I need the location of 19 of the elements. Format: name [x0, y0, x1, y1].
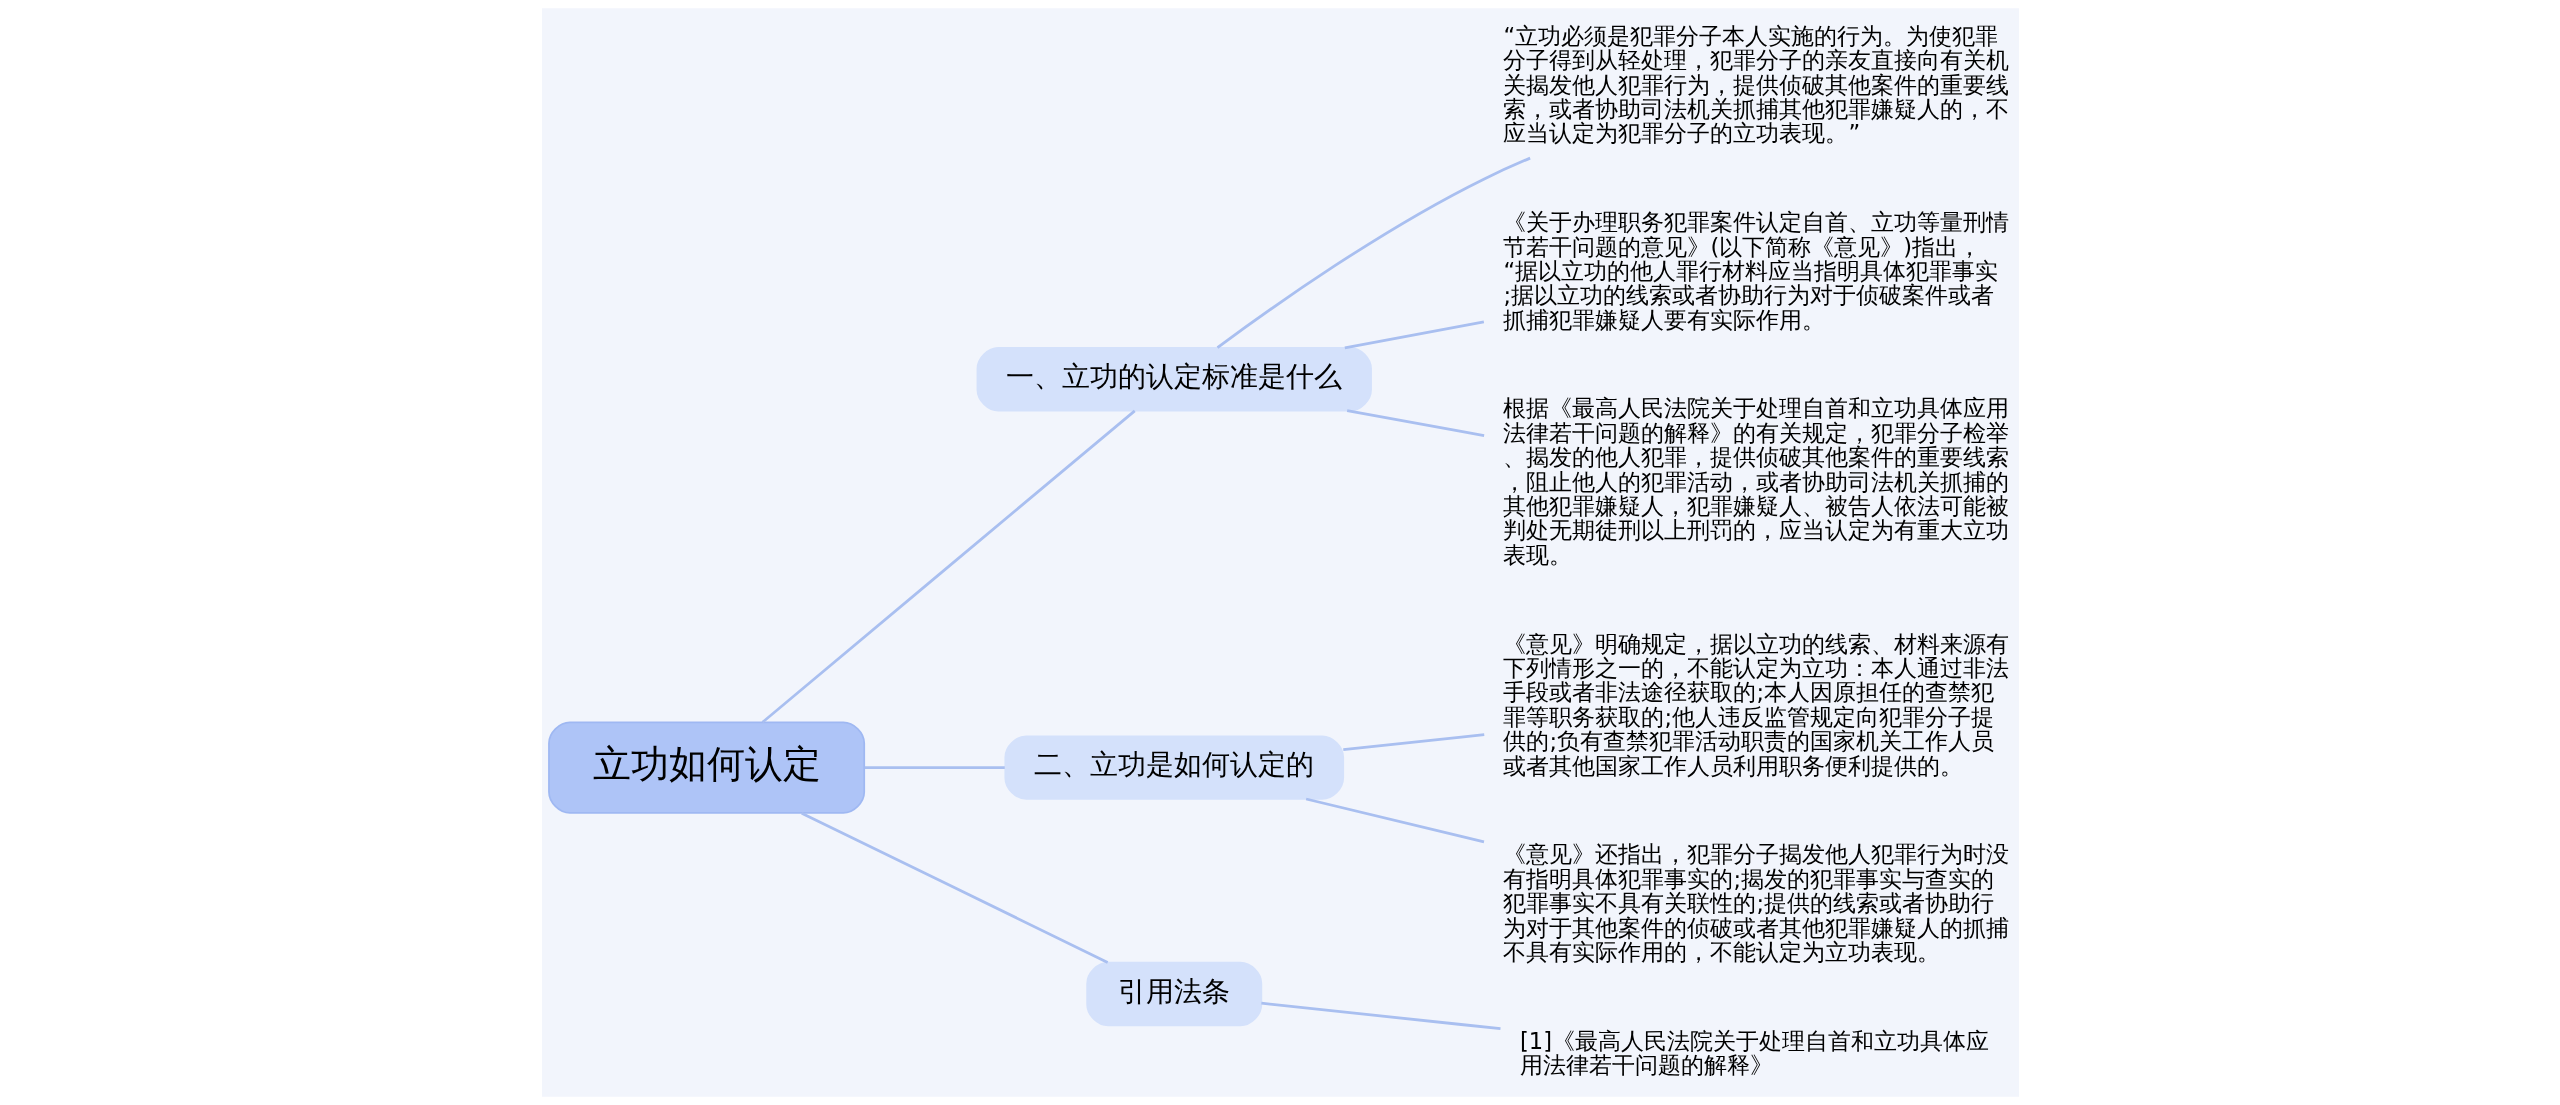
connector [1344, 320, 1484, 350]
node-text: [1]《最高人民法院关于处理自首和立功具体应用法律若干问题的解释》 [1519, 1027, 1989, 1079]
connector [1346, 409, 1484, 438]
connector [864, 766, 1005, 769]
node-box: 二、立功是如何认定的 [1003, 735, 1344, 800]
node-box: 引用法条 [1085, 961, 1262, 1027]
connector [1305, 797, 1484, 844]
node-text: 《意见》还指出，犯罪分子揭发他人犯罪行为时没有指明具体犯罪事实的;揭发的犯罪事实与查实的犯罪事实不具有关联性的;提供的线索或者协助行为对于其他案件的侦破或者其他犯罪嫌疑人的抓捕不具有实际作用的，不能认定为立功表现。 [1502, 841, 2009, 965]
connector [761, 409, 1136, 724]
node-box: 一、立功的认定标准是什么 [976, 346, 1372, 412]
node-text: 《关于办理职务犯罪案件认定自首、立功等量刑情节若干问题的意见》(以下简称《意见》)指出，“据以立功的他人罪行材料应当指明具体犯罪事实;据以立功的线索或者协助行为对于侦破案件或者抓捕犯罪嫌疑人要有实际作用。 [1502, 209, 2009, 333]
connector [1260, 1001, 1501, 1031]
connector [800, 811, 1108, 964]
connector [1342, 733, 1484, 752]
node-text: 根据《最高人民法院关于处理自首和立功具体应用法律若干问题的解释》的有关规定，犯罪分子检举、揭发的他人犯罪，提供侦破其他案件的重要线索，阻止他人的犯罪活动，或者协助司法机关抓捕的其他犯罪嫌疑人，犯罪嫌疑人、被告人依法可能被判处无期徒刑以上刑罚的，应当认定为有重大立功表现。 [1502, 395, 2009, 568]
node-text: 《意见》明确规定，据以立功的线索、材料来源有下列情形之一的，不能认定为立功：本人通过非法手段或者非法途径获取的;本人因原担任的查禁犯罪等职务获取的;他人违反监管规定向犯罪分子提供的;负有查禁犯罪活动职责的国家机关工作人员或者其他国家工作人员利用职务便利提供的。 [1502, 630, 2009, 779]
node-box: 立功如何认定 [547, 721, 865, 814]
node-text: “立功必须是犯罪分子本人实施的行为。为使犯罪分子得到从轻处理，犯罪分子的亲友直接向有关机关揭发他人犯罪行为，提供侦破其他案件的重要线索，或者协助司法机关抓捕其他犯罪嫌疑人的，不应当认定为犯罪分子的立功表现。” [1502, 22, 2009, 147]
connector [1216, 156, 1531, 349]
